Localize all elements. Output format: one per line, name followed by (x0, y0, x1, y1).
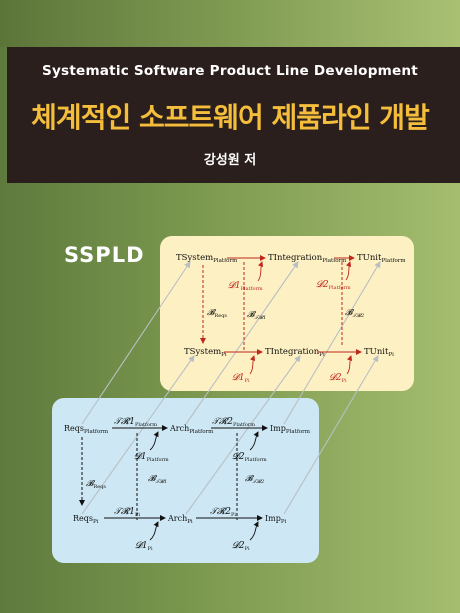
tr1-platform-label: 𝒯𝓡1 (114, 417, 135, 427)
svg-text:ImpPi: ImpPi (265, 514, 287, 525)
svg-text:𝓓1Pi: 𝓓1Pi (135, 541, 153, 552)
title-band (7, 47, 460, 183)
tr2-platform-label: 𝒯𝓡2 (212, 417, 233, 427)
svg-text:ReqsPi: ReqsPi (73, 514, 99, 525)
svg-text:𝓓1Platform: 𝓓1Platform (134, 452, 169, 463)
tr1-pi-label: 𝒯𝓡1 (114, 507, 135, 517)
development-panel (52, 398, 319, 563)
svg-text:ImpPlatform: ImpPlatform (270, 424, 311, 435)
testing-pi-row: TSystemPi TIntegrationPi TUnitPi 𝓓1Pi 𝓓2… (184, 347, 394, 384)
svg-text:𝓑Reqs: 𝓑Reqs (207, 308, 227, 319)
tsystem-platform-label: TSystem (176, 253, 213, 263)
tr2-pi-label: 𝒯𝓡2 (210, 507, 231, 517)
svg-text:TSystemPi: TSystemPi (184, 347, 227, 358)
tintegration-platform-label: TIntegration (268, 253, 323, 263)
tsystem-pi-label: TSystem (184, 347, 221, 357)
svg-text:𝓓1Platform: 𝓓1Platform (228, 281, 263, 292)
imp-platform-label: Imp (270, 424, 286, 433)
svg-text:𝓑𝒯𝓡2: 𝓑𝒯𝓡2 (345, 308, 364, 319)
svg-text:TIntegrationPlatform: TIntegrationPlatform (268, 253, 347, 264)
dev-verticals (79, 433, 238, 520)
dev-pi-row: ReqsPi ArchPi ImpPi 𝒯𝓡1Pi 𝒯𝓡2Pi 𝓓1Pi 𝓓2P… (73, 507, 287, 552)
d1-platform-test: 𝓓1 (228, 281, 241, 291)
testing-platform-row: TSystemPlatform TIntegrationPlatform TUn… (176, 253, 406, 292)
trace-links (81, 261, 381, 515)
svg-text:TUnitPlatform: TUnitPlatform (357, 253, 406, 264)
author-name: 강성원 저 (203, 153, 257, 168)
svg-text:𝒯𝓡1Pi: 𝒯𝓡1Pi (114, 507, 140, 518)
b-tr1-dev: 𝓑 (148, 474, 157, 484)
testing-verticals (200, 262, 343, 350)
tunit-platform-label: TUnit (357, 253, 382, 263)
svg-text:ReqsPlatform: ReqsPlatform (64, 424, 109, 435)
svg-text:𝓓1Pi: 𝓓1Pi (232, 373, 250, 384)
svg-text:𝒯𝓡1Platform: 𝒯𝓡1Platform (114, 417, 157, 428)
svg-text:𝒯𝓡2Pi: 𝒯𝓡2Pi (210, 507, 236, 518)
svg-text:TIntegrationPi: TIntegrationPi (265, 347, 325, 358)
top-strip (0, 0, 460, 47)
series-label: SSPLD (64, 243, 145, 267)
svg-text:ArchPi: ArchPi (167, 514, 193, 525)
d2-pi-test: 𝓓2 (329, 373, 342, 383)
d1-pi-test: 𝓓1 (232, 373, 245, 383)
svg-text:𝓑𝒯𝓡1: 𝓑𝒯𝓡1 (148, 474, 167, 485)
svg-text:𝓑𝒯𝓡1: 𝓑𝒯𝓡1 (247, 310, 266, 321)
reqs-pi-label: Reqs (73, 514, 93, 523)
d2-platform-test: 𝓓2 (316, 280, 329, 290)
b-tr1-test: 𝓑 (247, 310, 256, 320)
dev-platform-row: ReqsPlatform ArchPlatform ImpPlatform 𝒯𝓡… (64, 417, 311, 463)
b-tr2-dev: 𝓑 (245, 474, 254, 484)
svg-text:𝓓2Platform: 𝓓2Platform (232, 452, 267, 463)
testing-panel (160, 236, 414, 391)
b-tr2-test: 𝓑 (345, 308, 354, 318)
b-reqs-dev: 𝓑 (86, 479, 95, 489)
reqs-platform-label: Reqs (64, 424, 84, 433)
tunit-pi-label: TUnit (364, 347, 389, 357)
d2-platform-dev: 𝓓2 (232, 452, 245, 462)
b-reqs-test: 𝓑 (207, 308, 216, 318)
svg-text:𝓑Reqs: 𝓑Reqs (86, 479, 106, 490)
korean-title: 체계적인 소프트웨어 제품라인 개발 (31, 101, 430, 134)
tintegration-pi-label: TIntegration (265, 347, 320, 357)
svg-text:𝓓2Pi: 𝓓2Pi (232, 541, 250, 552)
svg-text:TSystemPlatform: TSystemPlatform (176, 253, 238, 264)
svg-text:TUnitPi: TUnitPi (364, 347, 394, 358)
svg-text:𝒯𝓡2Platform: 𝒯𝓡2Platform (212, 417, 255, 428)
arch-pi-label: Arch (167, 514, 187, 523)
arch-platform-label: Arch (169, 424, 189, 433)
svg-text:𝓓2Platform: 𝓓2Platform (316, 280, 351, 291)
svg-text:𝓓2Pi: 𝓓2Pi (329, 373, 347, 384)
d1-pi-dev: 𝓓1 (135, 541, 148, 551)
svg-text:ArchPlatform: ArchPlatform (169, 424, 214, 435)
d1-platform-dev: 𝓓1 (134, 452, 147, 462)
english-title: Systematic Software Product Line Develop… (41, 63, 418, 79)
d2-pi-dev: 𝓓2 (232, 541, 245, 551)
imp-pi-label: Imp (265, 514, 281, 523)
svg-text:𝓑𝒯𝓡2: 𝓑𝒯𝓡2 (245, 474, 264, 485)
